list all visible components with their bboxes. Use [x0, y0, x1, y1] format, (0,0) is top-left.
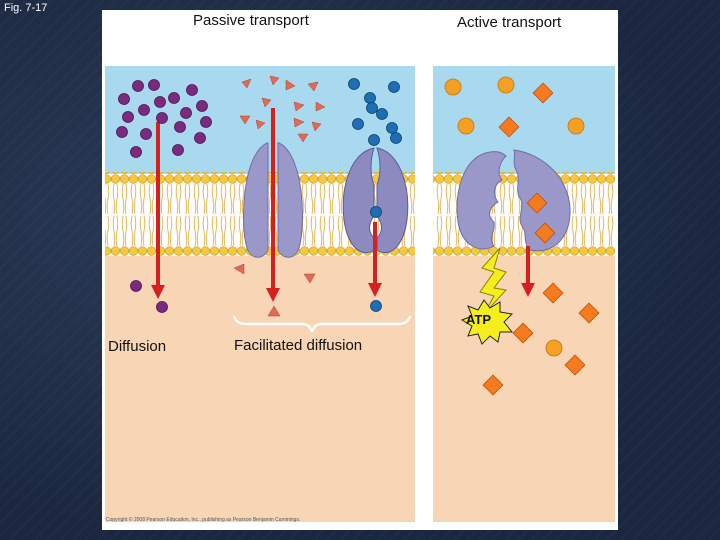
- channel-protein-left: [243, 142, 269, 258]
- transport-diagram: [105, 66, 615, 522]
- blue-molecules: [348, 78, 402, 312]
- passive-cytoplasm: [105, 256, 415, 522]
- atp-label: ATP: [466, 312, 492, 327]
- facilitated-diffusion-label: Facilitated diffusion: [234, 337, 363, 354]
- orange-diamond-molecules: [482, 82, 600, 396]
- atp-starburst: [460, 299, 514, 345]
- triangle-molecules: [233, 75, 326, 317]
- figure-label: Fig. 7-17: [4, 2, 48, 14]
- purple-molecules: [116, 79, 212, 313]
- passive-transport-title: Passive transport: [193, 12, 309, 29]
- active-cytoplasm: [433, 256, 615, 522]
- active-transport-title: Active transport: [457, 14, 562, 31]
- facilitated-brace: [232, 315, 412, 333]
- orange-circle-molecules: [444, 76, 585, 357]
- diffusion-label: Diffusion: [108, 338, 167, 355]
- pump-protein: [456, 151, 507, 250]
- copyright-text: Copyright © 2008 Pearson Education, Inc.…: [106, 517, 301, 523]
- channel-protein-right: [277, 142, 303, 258]
